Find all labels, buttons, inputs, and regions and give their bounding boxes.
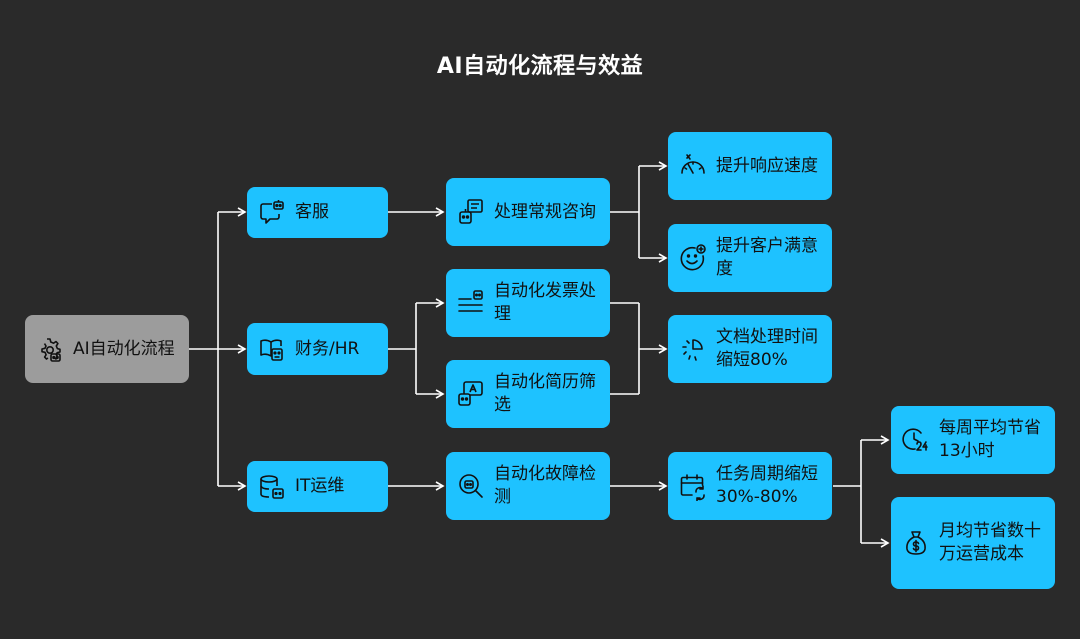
node-label: IT运维 [295, 476, 345, 496]
node-cycle-reduction[interactable]: 任务周期缩短30%-80% [668, 452, 832, 520]
gear-robot-icon [35, 334, 65, 364]
edge-finance-branch [388, 303, 417, 394]
node-customer-satisfaction[interactable]: 提升客户满意度 [668, 224, 832, 292]
node-resume-screening[interactable]: 自动化简历筛选 [446, 360, 610, 428]
database-bot-icon [257, 472, 287, 502]
pie-burst-icon [678, 334, 708, 364]
node-weekly-hours-saved[interactable]: 每周平均节省13小时 [891, 406, 1055, 474]
speedometer-icon [678, 151, 708, 181]
node-label: 自动化简历筛选 [494, 372, 596, 415]
node-faster-response[interactable]: 提升响应速度 [668, 132, 832, 200]
clock-24-icon [901, 425, 931, 455]
node-customer-service[interactable]: 客服 [247, 187, 388, 238]
node-ai-automation-process[interactable]: AI自动化流程 [25, 315, 189, 383]
bot-document-icon [456, 197, 486, 227]
node-finance-hr[interactable]: 财务/HR [247, 323, 388, 375]
diagram-title: AI自动化流程与效益 [436, 54, 644, 79]
bot-translate-icon [456, 379, 486, 409]
node-label: 文档处理时间缩短80% [716, 327, 818, 370]
node-doc-time-reduction[interactable]: 文档处理时间缩短80% [668, 315, 832, 383]
node-label: 自动化故障检测 [494, 464, 596, 507]
node-label: 处理常规咨询 [494, 201, 596, 222]
edge-inquiries-branch [610, 166, 640, 258]
edge-cycle-branch [833, 440, 862, 543]
book-bot-icon [257, 334, 287, 364]
node-label: 提升客户满意度 [716, 236, 818, 279]
node-label: 月均节省数十万运营成本 [939, 521, 1041, 564]
node-label: 任务周期缩短30%-80% [716, 464, 818, 507]
node-label: 客服 [295, 202, 329, 222]
smile-plus-icon [678, 243, 708, 273]
search-bot-icon [456, 471, 486, 501]
calendar-refresh-icon [678, 471, 708, 501]
node-label: 每周平均节省13小时 [939, 418, 1041, 461]
money-bag-icon [901, 528, 931, 558]
node-label: 自动化发票处理 [494, 281, 596, 324]
edge-invoice-resume-merge [610, 302, 640, 395]
node-it-ops[interactable]: IT运维 [247, 461, 388, 512]
edge-root-branch [189, 212, 219, 486]
list-bot-icon [456, 288, 486, 318]
chat-bot-icon [257, 198, 287, 228]
node-monthly-cost-saved[interactable]: 月均节省数十万运营成本 [891, 497, 1055, 589]
node-invoice-processing[interactable]: 自动化发票处理 [446, 269, 610, 337]
node-label: 提升响应速度 [716, 155, 818, 176]
node-label: AI自动化流程 [73, 338, 175, 359]
node-label: 财务/HR [295, 338, 360, 359]
node-handle-inquiries[interactable]: 处理常规咨询 [446, 178, 610, 246]
node-fault-detection[interactable]: 自动化故障检测 [446, 452, 610, 520]
